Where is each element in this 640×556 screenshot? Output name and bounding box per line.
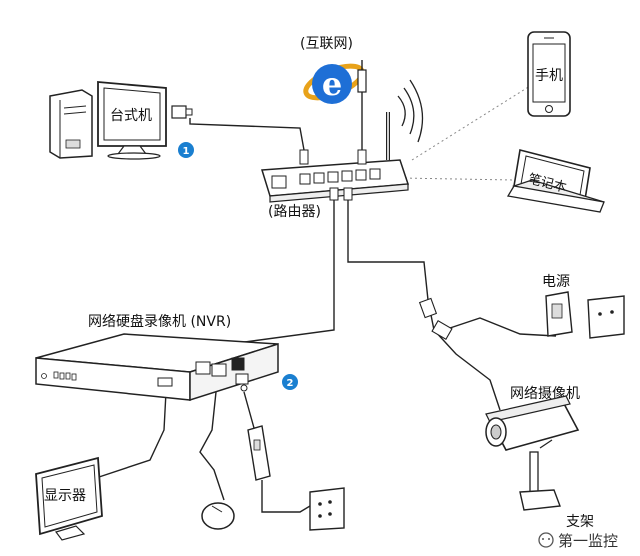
power-label: 电源 xyxy=(542,274,570,290)
nvr-icon xyxy=(35,333,279,402)
wireless-links xyxy=(399,85,531,181)
wall-socket-icon xyxy=(309,487,345,531)
cable-coupler-icon xyxy=(418,297,453,340)
cable-desktop-router xyxy=(189,118,305,151)
internet-icon: e xyxy=(303,63,365,104)
phone-icon xyxy=(527,31,571,117)
step-badge-2-text: 2 xyxy=(287,378,294,389)
monitor-icon xyxy=(35,456,103,541)
internet-plug-icon xyxy=(357,60,367,93)
cable-nvr-power xyxy=(243,391,311,513)
link-to-laptop xyxy=(399,177,515,181)
cables xyxy=(95,90,557,513)
internet-label: (互联网) xyxy=(300,36,353,52)
router-label: (路由器) xyxy=(268,204,321,220)
step-badge-1: 1 xyxy=(178,142,194,158)
step-badge-1-text: 1 xyxy=(183,146,190,157)
desktop-label: 台式机 xyxy=(110,108,152,124)
step-badge-2: 2 xyxy=(282,374,298,390)
ie-globe-icon xyxy=(312,64,352,104)
stand-label: 支架 xyxy=(566,514,594,530)
link-to-phone xyxy=(411,85,531,161)
watermark-text: 第一监控 xyxy=(558,532,618,550)
nvr-label: 网络硬盘录像机 (NVR) xyxy=(88,313,231,330)
desktop-icon xyxy=(49,81,167,160)
wechat-icon xyxy=(538,532,554,548)
ethernet-plug-icon xyxy=(171,105,193,119)
monitor-label: 显示器 xyxy=(44,488,86,504)
power-brick-icon xyxy=(247,425,271,481)
router-icon xyxy=(261,79,424,203)
ie-letter-icon: e xyxy=(322,65,342,103)
camera-wall-socket-icon xyxy=(587,295,625,339)
camera-power-adapter-icon xyxy=(545,291,573,337)
camera-icon xyxy=(485,395,580,511)
phone-label: 手机 xyxy=(535,68,563,84)
watermark: 第一监控 xyxy=(538,532,618,550)
cable-nvr-monitor xyxy=(95,391,167,479)
mouse-icon xyxy=(201,502,235,530)
laptop-icon xyxy=(506,149,605,213)
cable-camera-power xyxy=(443,317,557,337)
camera-label: 网络摄像机 xyxy=(510,386,580,402)
cable-nvr-mouse xyxy=(199,391,225,501)
